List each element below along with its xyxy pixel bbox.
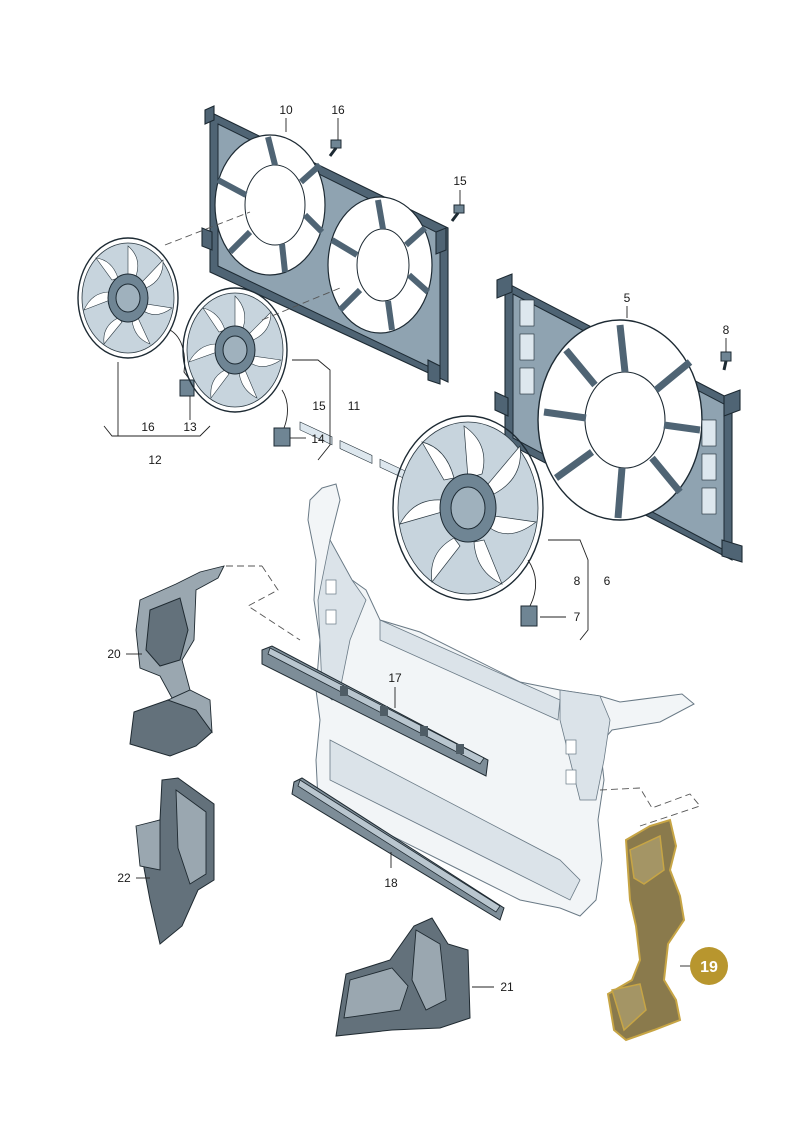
callout-11: 11 (348, 399, 361, 413)
callout-5: 5 (624, 291, 631, 305)
callout-10: 10 (279, 103, 293, 117)
fan-8[interactable] (392, 415, 544, 627)
screw-8-top[interactable] (720, 351, 732, 371)
callout-17: 17 (388, 671, 402, 685)
callout-7: 7 (574, 610, 581, 624)
fan-16[interactable] (77, 237, 195, 397)
air-duct-21[interactable] (335, 917, 471, 1037)
air-duct-20[interactable] (129, 565, 225, 757)
seal-strip-18[interactable] (291, 777, 505, 921)
callout-12: 12 (148, 453, 162, 467)
air-duct-22[interactable] (135, 777, 215, 945)
callout-16-top: 16 (331, 103, 345, 117)
callout-15-top: 15 (453, 174, 467, 188)
callout-8-side: 8 (574, 574, 581, 588)
callout-20: 20 (107, 647, 121, 661)
fan-15[interactable] (182, 287, 291, 447)
callout-21: 21 (500, 980, 514, 994)
callout-14: 14 (311, 432, 325, 446)
screw-15-top[interactable] (450, 204, 465, 222)
air-duct-19-highlighted[interactable] (606, 818, 686, 1042)
fan-shroud-twin[interactable] (201, 105, 449, 483)
callout-6: 6 (604, 574, 611, 588)
callout-13: 13 (183, 420, 197, 434)
screw-16-top[interactable] (328, 139, 342, 157)
fan-shroud-single[interactable] (494, 273, 743, 563)
callout-16-bottom: 16 (141, 420, 155, 434)
callout-19: 19 (700, 959, 718, 976)
callout-18: 18 (384, 876, 398, 890)
callout-8-top: 8 (723, 323, 730, 337)
seal-strip-17[interactable] (261, 645, 489, 777)
callout-15-side: 15 (312, 399, 326, 413)
callout-19-badge[interactable]: 19 (690, 947, 728, 985)
callout-22: 22 (117, 871, 131, 885)
leader-lines (103, 118, 727, 988)
